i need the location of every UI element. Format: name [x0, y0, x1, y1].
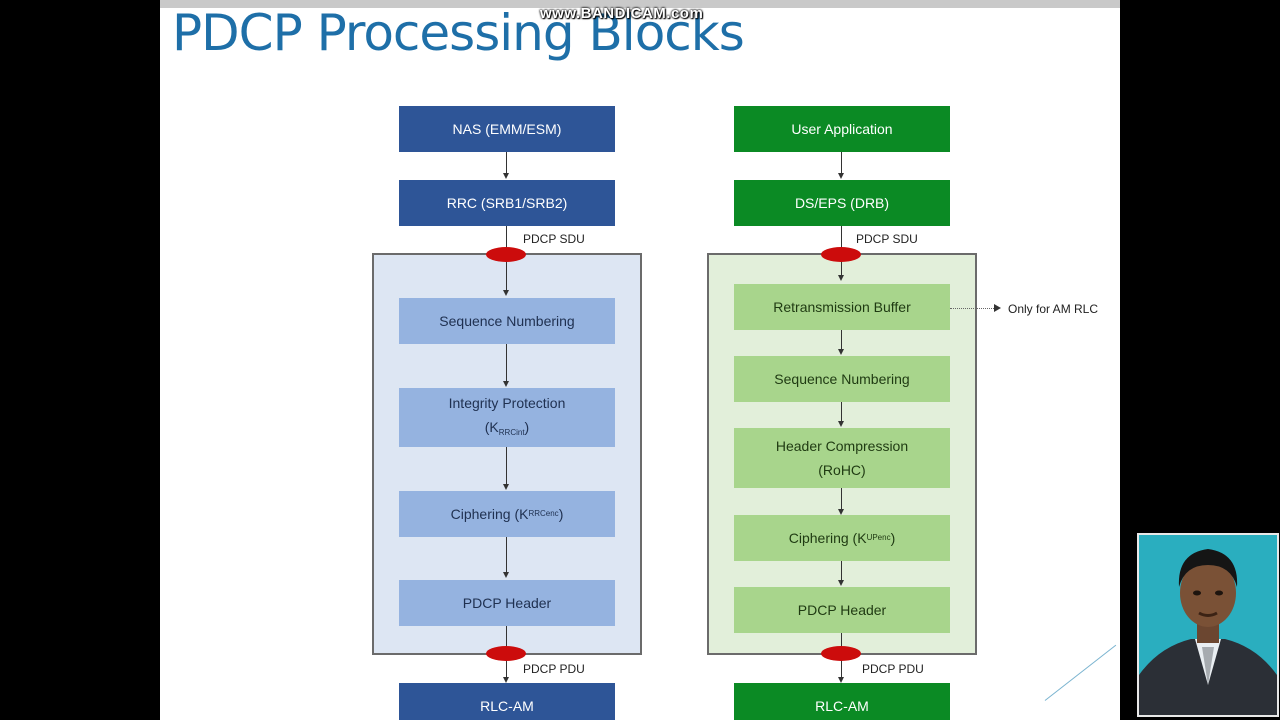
arrow-rohc-to-ciphering [838, 488, 844, 515]
user-rlc-am-box: RLC-AM [734, 683, 950, 720]
retransmission-buffer-box: Retransmission Buffer [734, 284, 950, 330]
user-application-box: User Application [734, 106, 950, 152]
slide-title: PDCP Processing Blocks [172, 4, 745, 62]
webcam-overlay [1137, 533, 1279, 717]
retransmission-note-arrow [994, 304, 1001, 312]
integrity-protection-label: Integrity Protection [448, 394, 566, 411]
control-pdu-marker [486, 646, 526, 661]
control-pdcp-pdu-label: PDCP PDU [523, 662, 585, 676]
arrow-seqnum-to-integrity [503, 344, 509, 387]
arrow-retx-to-seqnum [838, 330, 844, 355]
presenter-portrait-image [1139, 535, 1277, 715]
user-pdu-marker [821, 646, 861, 661]
slide-top-bar [160, 0, 1120, 8]
control-pdcp-header-box: PDCP Header [399, 580, 615, 626]
user-sdu-marker [821, 247, 861, 262]
user-ciphering-key-close: ) [890, 530, 896, 546]
control-ciphering-label: Ciphering (K [450, 506, 529, 522]
user-sequence-numbering-box: Sequence Numbering [734, 356, 950, 402]
control-ciphering-key-close: ) [558, 506, 564, 522]
control-ciphering-key-subscript: RRCenc [528, 509, 559, 518]
integrity-key-label: (KRRCint) [485, 415, 529, 445]
control-pdcp-sdu-label: PDCP SDU [523, 232, 585, 246]
integrity-key-open: (K [484, 418, 499, 435]
slide-corner-decoration [1044, 644, 1117, 701]
nas-box: NAS (EMM/ESM) [399, 106, 615, 152]
header-compression-box: Header Compression (RoHC) [734, 428, 950, 488]
recorder-watermark: www.BANDICAM.com [540, 5, 704, 22]
header-compression-label: Header Compression [775, 438, 909, 454]
drb-box: DS/EPS (DRB) [734, 180, 950, 226]
arrow-nas-to-rrc [503, 152, 509, 179]
user-pdcp-pdu-label: PDCP PDU [862, 662, 924, 676]
arrow-seqnum-to-rohc [838, 402, 844, 427]
user-ciphering-label: Ciphering (K [788, 530, 867, 546]
arrow-app-to-drb [838, 152, 844, 179]
presentation-slide: PDCP Processing Blocks NAS (EMM/ESM) RRC… [160, 0, 1120, 720]
arrow-ciphering-to-header-user [838, 561, 844, 586]
only-for-am-rlc-note: Only for AM RLC [1008, 302, 1099, 316]
integrity-key-subscript: RRCint [498, 427, 525, 437]
integrity-key-close: ) [524, 418, 530, 435]
control-sequence-numbering-box: Sequence Numbering [399, 298, 615, 344]
rohc-label: (RoHC) [818, 462, 866, 478]
retransmission-note-connector [950, 308, 994, 309]
arrow-ciphering-to-header [503, 537, 509, 578]
user-pdcp-sdu-label: PDCP SDU [856, 232, 918, 246]
user-pdcp-header-box: PDCP Header [734, 587, 950, 633]
control-sdu-marker [486, 247, 526, 262]
user-ciphering-key-subscript: UPenc [866, 533, 891, 542]
integrity-protection-box: Integrity Protection (KRRCint) [399, 388, 615, 447]
arrow-integrity-to-ciphering [503, 447, 509, 490]
rrc-box: RRC (SRB1/SRB2) [399, 180, 615, 226]
control-rlc-am-box: RLC-AM [399, 683, 615, 720]
